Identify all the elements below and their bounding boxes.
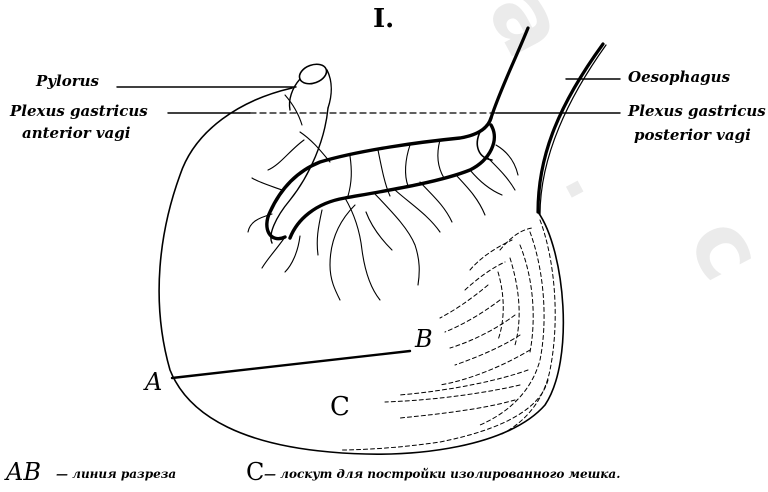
label-point-a: A	[145, 368, 162, 396]
legend-c-symbol: C	[246, 458, 264, 486]
legend-c-text: — лоскут для постройки изолированного ме…	[264, 467, 620, 481]
label-plexus-posterior-1: Plexus gastricus	[628, 102, 766, 120]
cut-line-ab	[172, 351, 410, 378]
legend-ab-text: — линия разреза	[56, 467, 176, 481]
label-plexus-anterior-2: anterior vagi	[22, 124, 130, 142]
plexus-branches	[248, 95, 518, 300]
label-plexus-posterior-2: posterior vagi	[634, 126, 751, 144]
stomach-outline	[159, 88, 563, 454]
label-plexus-anterior-1: Plexus gastricus	[10, 102, 148, 120]
flap-vessels	[340, 220, 555, 450]
label-pylorus: Pylorus	[36, 72, 99, 90]
plexus-inner-loop	[477, 132, 492, 160]
pylorus-wall-left	[289, 79, 300, 110]
figure-number: I.	[373, 4, 394, 34]
oesophagus-right-wall	[538, 44, 603, 212]
pylorus-wall-right	[327, 70, 331, 108]
label-oesophagus: Oesophagus	[628, 68, 730, 86]
label-region-c: C	[330, 392, 350, 422]
pylorus-opening	[297, 61, 329, 87]
oesophagus-left-wall	[491, 28, 528, 118]
label-point-b: B	[415, 325, 433, 353]
oesophagus-right-inner	[540, 45, 606, 215]
legend-ab-symbol: AB	[6, 458, 41, 486]
